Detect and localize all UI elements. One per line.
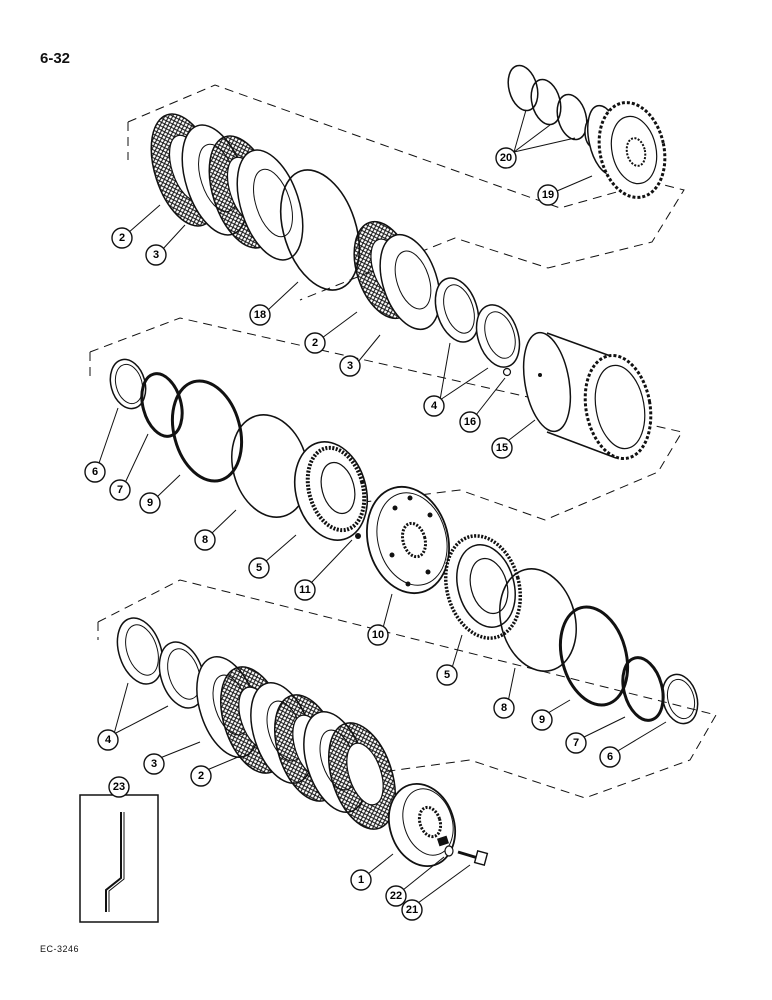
callout-label: 2 [198,770,204,782]
clutch-drum-15 [522,330,653,461]
callout-8-mid: 8 [194,529,216,551]
steel-plate-upper-right [379,233,441,331]
callout-22: 22 [385,885,407,907]
seal-ring-9-mid [170,379,244,483]
figure-code: EC-3246 [40,944,80,954]
callout-21: 21 [401,899,423,921]
callout-3-lower: 3 [143,753,165,775]
inset-box-23 [79,794,159,923]
callout-2-lower: 2 [190,765,212,787]
callout-16: 16 [459,411,481,433]
sealing-ring-6-mid [109,358,147,410]
callout-5-mid: 5 [248,557,270,579]
hub-1 [388,782,456,868]
callout-label: 23 [113,781,125,793]
callout-label: 7 [117,484,123,496]
callout-label: 9 [539,714,545,726]
callout-label: 21 [406,904,418,916]
callout-label: 8 [501,702,507,714]
thrust-washer-lower-a [116,617,164,685]
callout-11: 11 [294,579,316,601]
callout-label: 9 [147,497,153,509]
ball-11 [355,533,361,539]
callout-label: 5 [256,562,262,574]
middle-group-outline [89,317,683,521]
piston-5-right [443,534,523,640]
washer-22 [444,845,454,857]
upper-group-outline [127,84,685,301]
callout-label: 10 [372,629,384,641]
page-number: 6-32 [40,50,71,67]
thrust-washer-upper-b [475,304,521,368]
callout-label: 8 [202,534,208,546]
housing-10 [366,485,450,595]
o-ring-7-mid [140,372,184,438]
callout-9-right: 9 [531,709,553,731]
callout-label: 5 [444,669,450,681]
callout-4-lower: 4 [97,729,119,751]
leader-lines [97,109,667,904]
callout-label: 20 [500,152,512,164]
callout-label: 15 [496,442,508,454]
callout-7-right: 7 [565,732,587,754]
snap-ring-18 [279,169,361,291]
callout-label: 16 [464,416,476,428]
piston-5-mid [294,441,368,541]
thrust-washer-lower-b [158,641,206,709]
callout-label: 3 [151,758,157,770]
callout-label: 4 [431,400,438,412]
clutch-disc-lower-c [328,722,396,830]
callout-label: 4 [105,734,112,746]
callout-9-mid: 9 [139,492,161,514]
callout-20: 20 [495,147,517,169]
lower-group-outline [97,579,717,799]
callout-19: 19 [537,184,559,206]
callout-7-mid: 7 [109,479,131,501]
sealing-rings-20 [507,64,588,141]
steel-plate-upper-mid [236,149,304,261]
callout-3-upper-right: 3 [339,355,361,377]
callout-label: 19 [542,189,554,201]
callout-label: 1 [358,874,364,886]
callout-6-right: 6 [599,746,621,768]
callout-2-upper-right: 2 [304,332,326,354]
callout-1: 1 [350,869,372,891]
seal-ring-9-right [558,605,630,707]
callout-2-upper-left: 2 [111,227,133,249]
callout-4-upper: 4 [423,395,445,417]
callout-8-right: 8 [493,697,515,719]
callout-6-mid: 6 [84,461,106,483]
callout-label: 18 [254,309,266,321]
hub-19 [584,101,667,199]
sealing-ring-6-right [661,673,699,725]
callout-5-right: 5 [436,664,458,686]
callout-label: 3 [347,360,353,372]
callout-label: 2 [312,337,318,349]
callout-3-upper-left: 3 [145,244,167,266]
callout-label: 11 [299,584,311,596]
callout-10: 10 [367,624,389,646]
callout-label: 6 [92,466,98,478]
callout-23: 23 [108,776,130,798]
thrust-washer-upper-a [434,277,480,343]
callout-15: 15 [491,437,513,459]
callout-label: 7 [573,737,579,749]
callout-label: 2 [119,232,125,244]
callout-label: 22 [390,890,402,902]
callout-label: 3 [153,249,159,261]
callout-18: 18 [249,304,271,326]
bolt-21 [457,850,489,866]
ball-16 [502,367,512,377]
o-ring-7-right [621,656,665,722]
callout-label: 6 [607,751,613,763]
